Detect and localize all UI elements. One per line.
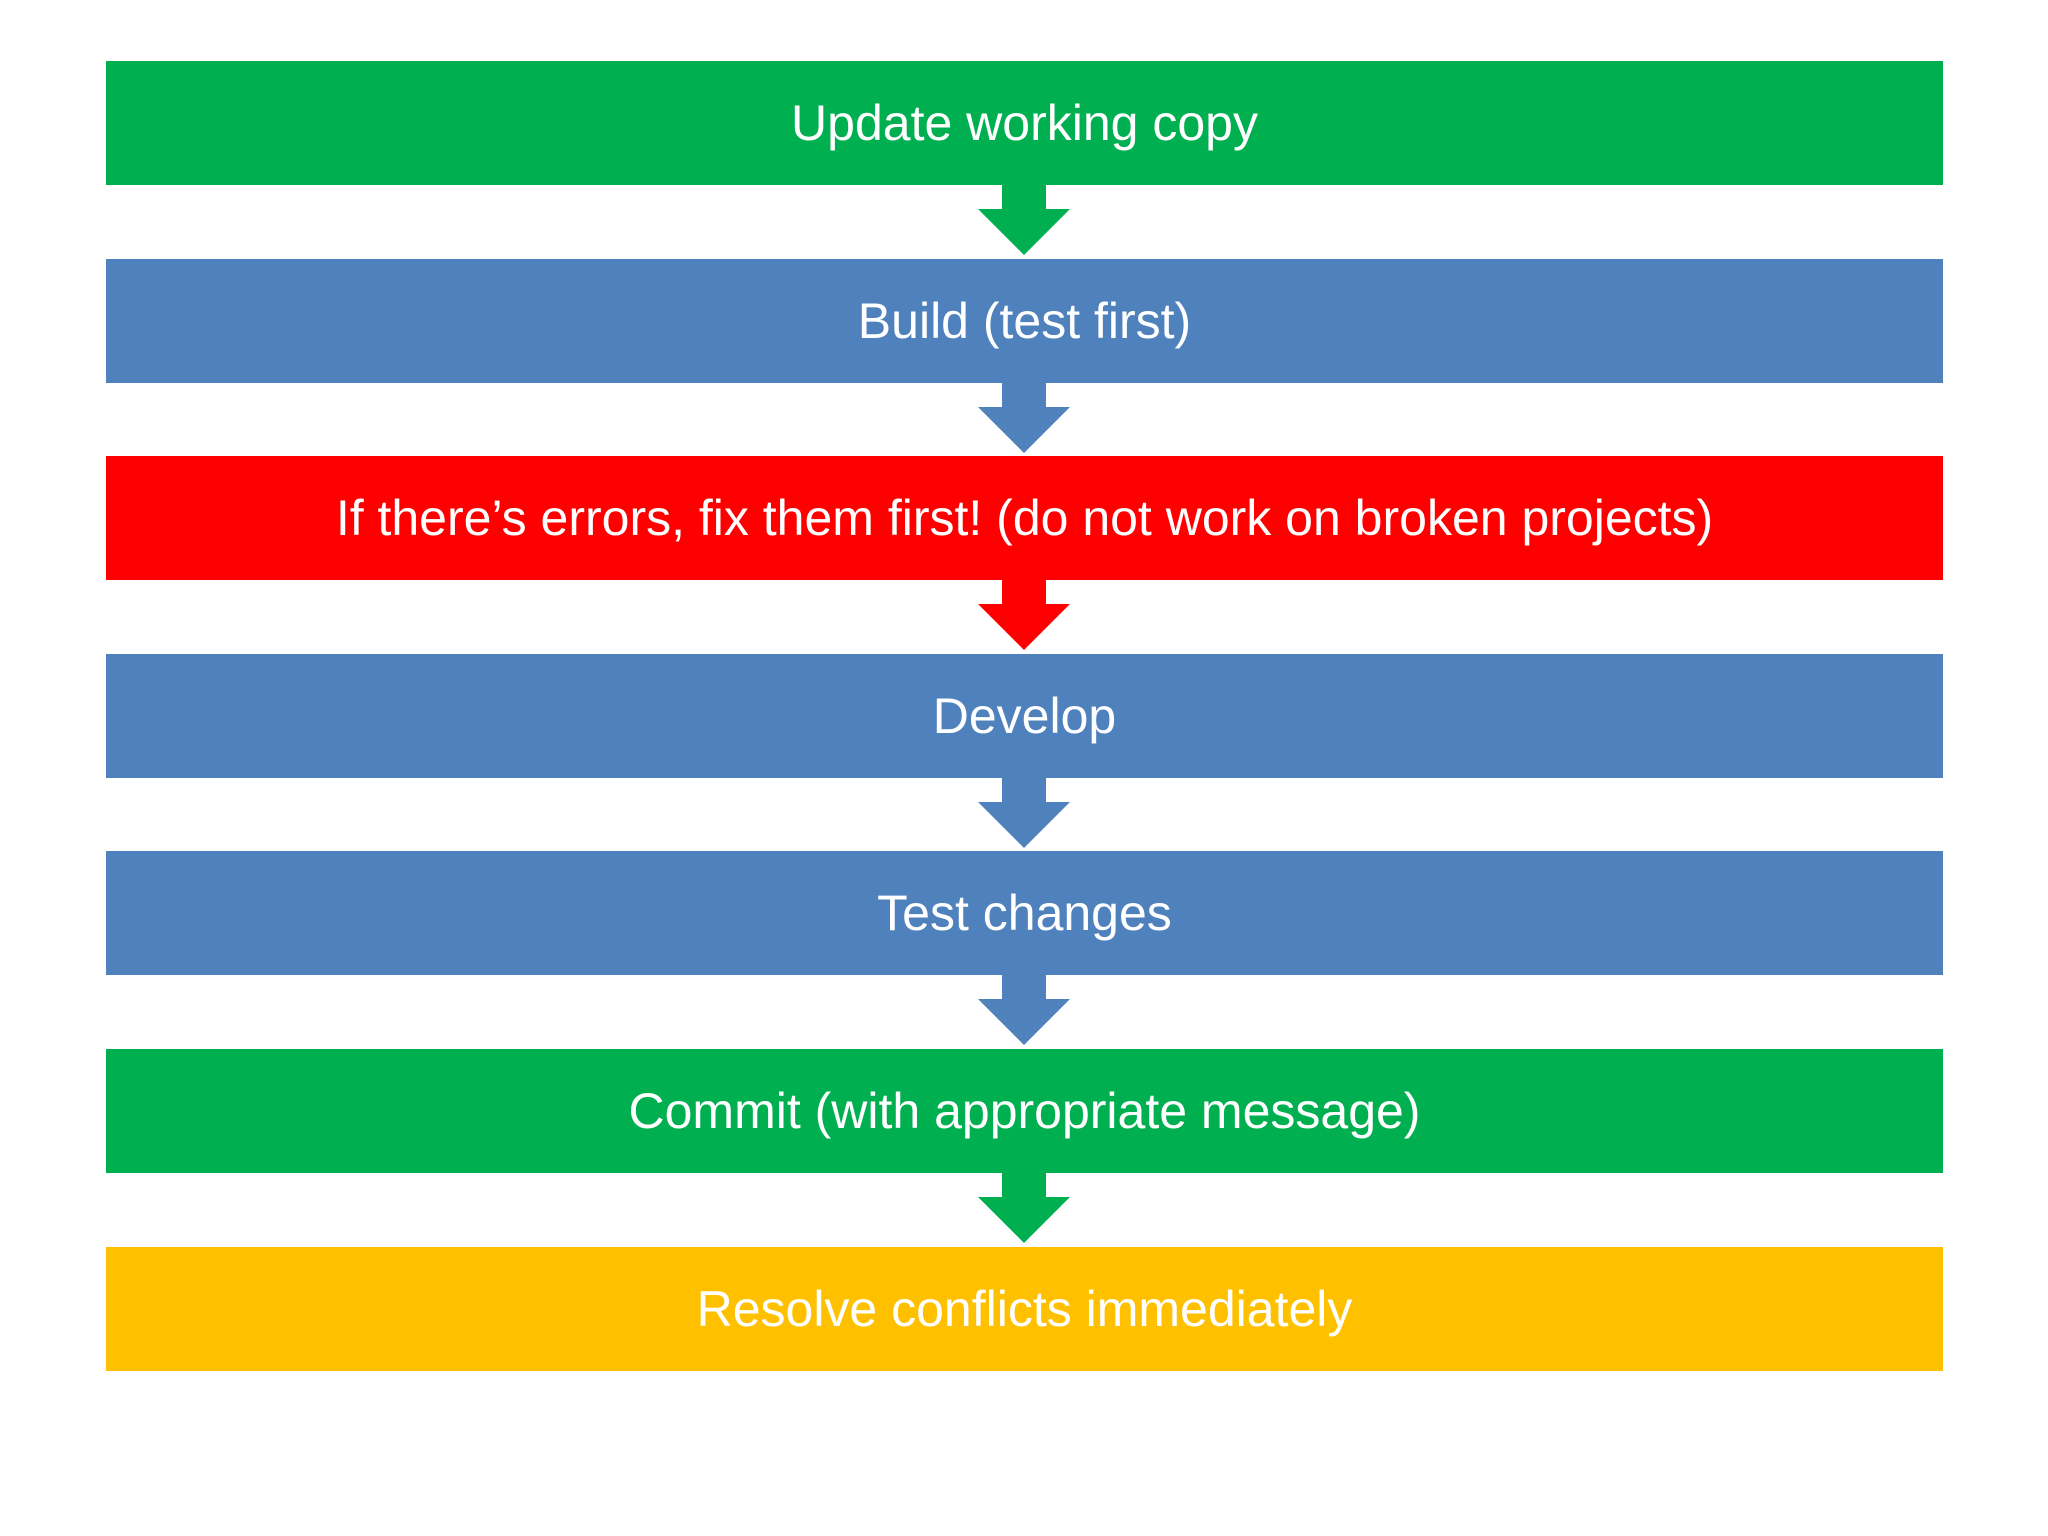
- step-label: Commit (with appropriate message): [628, 1083, 1421, 1139]
- step-build-test-first: Build (test first): [106, 259, 1943, 383]
- step-fix-errors-first: If there’s errors, fix them first! (do n…: [106, 456, 1943, 580]
- down-arrow-icon: [978, 580, 1070, 650]
- down-arrow-icon: [978, 185, 1070, 255]
- down-arrow-icon: [978, 778, 1070, 848]
- step-commit: Commit (with appropriate message): [106, 1049, 1943, 1173]
- step-label: If there’s errors, fix them first! (do n…: [335, 490, 1714, 546]
- step-label: Resolve conflicts immediately: [696, 1281, 1353, 1337]
- down-arrow-icon: [978, 975, 1070, 1045]
- step-label: Update working copy: [791, 95, 1258, 151]
- down-arrow-icon: [978, 1173, 1070, 1243]
- step-label: Test changes: [877, 885, 1172, 941]
- step-label: Build (test first): [857, 293, 1192, 349]
- step-test-changes: Test changes: [106, 851, 1943, 975]
- step-develop: Develop: [106, 654, 1943, 778]
- step-label: Develop: [932, 688, 1117, 744]
- step-update-working-copy: Update working copy: [106, 61, 1943, 185]
- down-arrow-icon: [978, 383, 1070, 453]
- step-resolve-conflicts: Resolve conflicts immediately: [106, 1247, 1943, 1371]
